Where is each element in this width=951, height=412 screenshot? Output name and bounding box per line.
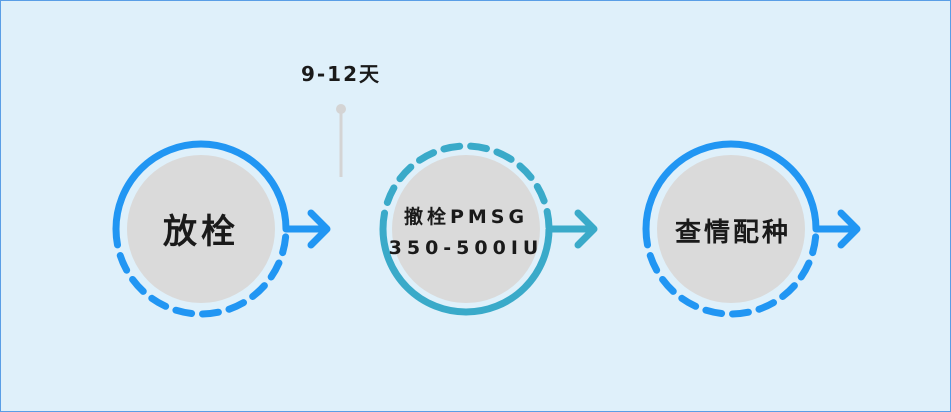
step-label-line2: 350-500IU: [389, 237, 544, 259]
step-circle: [392, 155, 540, 303]
arrow-right-icon: [282, 209, 331, 249]
dashed-arc: [642, 225, 820, 318]
step-circle: [657, 155, 805, 303]
dashed-arc: [379, 142, 553, 233]
step-remove-plug-pmsg: 撤栓PMSG 350-500IU: [379, 142, 598, 316]
solid-arc: [642, 140, 820, 230]
arrow-right-icon: [812, 209, 861, 249]
step-estrus-check-breeding: 查情配种: [642, 140, 861, 318]
solid-arc: [379, 228, 553, 316]
interval-label: 9-12天: [301, 62, 381, 86]
step-place-plug: 放栓: [112, 140, 331, 318]
interval-marker: 9-12天: [301, 62, 381, 177]
solid-arc: [112, 140, 290, 230]
step-circle: [127, 155, 275, 303]
dashed-arc: [112, 225, 290, 318]
step-label: 放栓: [163, 212, 239, 252]
step-label-line1: 撤栓PMSG: [404, 205, 528, 228]
interval-dot: [336, 104, 346, 114]
arrow-right-icon: [547, 209, 598, 249]
step-label: 查情配种: [675, 218, 791, 248]
